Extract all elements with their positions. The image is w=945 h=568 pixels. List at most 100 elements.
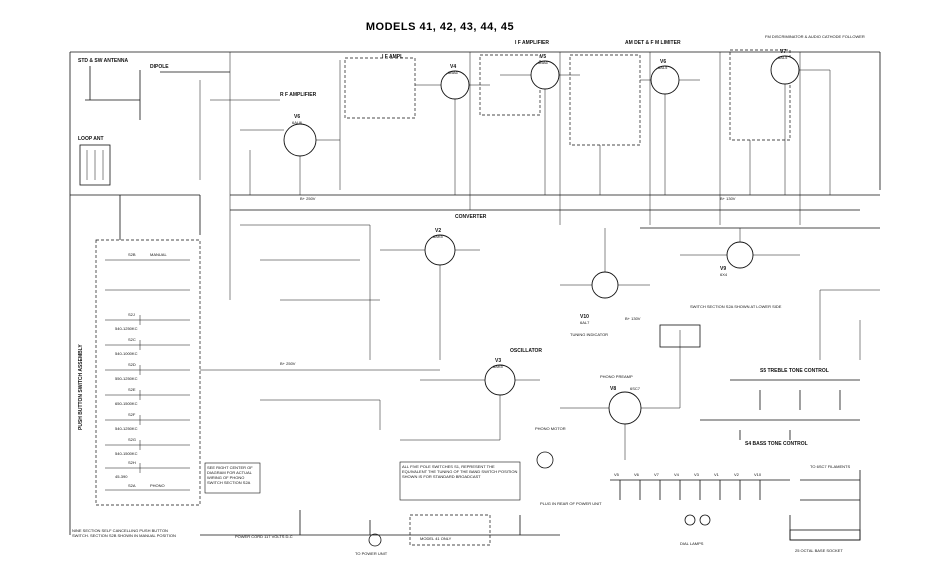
push-button-s2e: S2E 650-1500KC — [105, 387, 190, 406]
tube-v4-type: 6BA6 — [448, 70, 459, 75]
power-cord-label: POWER CORD 117 VOLTS D-C — [235, 534, 293, 539]
push-button-s2c-ref: S2C — [128, 337, 136, 342]
audio-section: V9 6X4 V8 6SC7 PHONO PREAMP — [560, 228, 800, 460]
push-button-s2d-ref: S2D — [128, 362, 136, 367]
tube-v7-type: 6AL5 — [778, 55, 788, 60]
tuning-indicator-label: TUNING INDICATOR — [570, 332, 608, 337]
am-det-fm-limiter-section: AM DET & F M LIMITER V6 6AL5 — [569, 40, 700, 195]
pole-switch-note: ALL FIVE POLE SWITCHES S1, REPRESENT THE… — [402, 464, 518, 479]
tube-v4-ref: V4 — [450, 64, 456, 70]
octal-socket-label: 25 OCTAL BASE SOCKET — [795, 548, 843, 553]
push-button-s2h: S2H 45-390 — [105, 460, 190, 479]
push-button-s2f-ref: S2F — [128, 412, 136, 417]
tuning-indicator-section: V10 6AL7 TUNING INDICATOR — [560, 228, 650, 337]
see-right-note-box — [204, 462, 261, 494]
model-only-label: MODEL 41 ONLY — [420, 536, 452, 541]
tube-v3-ref: V3 — [495, 358, 501, 364]
voltage-label: B+ 250V — [280, 361, 296, 366]
push-button-s2j-label: 540-1250KC — [115, 326, 138, 331]
tube-v9 — [726, 241, 754, 269]
am-det-label: AM DET & F M LIMITER — [625, 40, 681, 46]
tube-v3-type: 6AK5 — [493, 364, 504, 369]
push-button-s2d: S2D 550-1250KC — [105, 362, 190, 381]
antenna-section: STD & SW ANTENNA DIPOLE LOOP ANT — [70, 58, 230, 240]
filament-pin-v4: V4 — [674, 472, 680, 477]
oscillator-section: OSCILLATOR V3 6AK5 — [200, 348, 542, 441]
bass-tone-label: S4 BASS TONE CONTROL — [745, 441, 808, 447]
converter-section: CONVERTER V2 6AK5 — [240, 214, 487, 360]
tube-v5 — [530, 60, 560, 90]
tube-v3 — [484, 364, 516, 396]
filament-pin-v10: V10 — [754, 472, 762, 477]
tube-v1 — [283, 123, 317, 157]
voltage-label: B+ 250V — [300, 196, 316, 201]
loop-antenna-coil — [79, 144, 111, 186]
rf-amplifier-label: R F AMPLIFIER — [280, 92, 317, 98]
converter-label: CONVERTER — [455, 214, 487, 220]
if-ampl-label: I F AMPL — [382, 54, 403, 60]
power-jack-icon — [368, 533, 382, 547]
treble-tone-label: S5 TREBLE TONE CONTROL — [760, 368, 829, 374]
tube-v9-ref: V9 — [720, 266, 726, 272]
pole-switch-note-box — [399, 461, 521, 501]
fm-discriminator-label: FM DISCRIMINATOR & AUDIO CATHODE FOLLOWE… — [765, 34, 865, 39]
voltage-label: B+ 130V — [720, 196, 736, 201]
fm-discriminator-section: FM DISCRIMINATOR & AUDIO CATHODE FOLLOWE… — [729, 34, 865, 195]
tube-v9-type: 6X4 — [720, 272, 728, 277]
push-button-s2b-ref: S2B — [128, 252, 136, 257]
tube-v10 — [591, 271, 619, 299]
filament-section: V5 V6 V7 V4 V3 V1 V2 V10 DIAL LAMPS TO 6… — [610, 464, 861, 553]
rf-amplifier-section: R F AMPLIFIER V6 6AU6 — [199, 80, 340, 195]
tube-v5-type: 6BA6 — [538, 60, 549, 65]
push-button-s2c-label: 540-1000KC — [115, 351, 138, 356]
tube-v6-type: 6AL5 — [658, 65, 668, 70]
push-button-assembly-label: PUSH BUTTON SWITCH ASSEMBLY — [78, 344, 84, 430]
dipole-label: DIPOLE — [150, 64, 169, 70]
loop-ant-label: LOOP ANT — [78, 136, 104, 142]
dial-lamp-icon — [699, 514, 711, 526]
tube-v10-type: 6AL7 — [580, 320, 590, 325]
tube-v8-type: 6SC7 — [630, 386, 641, 391]
push-button-s2a: S2A PHONO — [105, 483, 190, 491]
dial-lamp-icon — [684, 514, 696, 526]
tube-v5-ref: V5 — [540, 54, 546, 60]
filament-pin-v1: V1 — [714, 472, 720, 477]
tone-control-section: SWITCH SECTION S2A SHOWN AT LOWER SIDE S… — [659, 289, 880, 447]
if-amplifier-label: I F AMPLIFIER — [515, 40, 549, 46]
push-button-s2e-ref: S2E — [128, 387, 136, 392]
tube-v6-ref: V6 — [660, 59, 666, 65]
see-right-note: SEE RIGHT CENTER OF DIAGRAM FOR ACTUAL W… — [207, 465, 253, 485]
tube-v2-ref: V2 — [435, 228, 441, 234]
tube-v8 — [608, 391, 642, 425]
power-section: POWER CORD 117 VOLTS D-C TO POWER UNIT M… — [200, 426, 602, 556]
if-ampl-section: I F AMPL V4 6BA6 — [344, 54, 490, 195]
filament-pin-v5: V5 — [614, 472, 620, 477]
push-button-s2c: S2C 540-1000KC — [105, 337, 190, 356]
phono-preamp-label: PHONO PREAMP — [600, 374, 633, 379]
filament-pin-v2: V2 — [734, 472, 740, 477]
filaments-label: TO 6SC7 FILAMENTS — [810, 464, 850, 469]
phono-motor-icon — [536, 451, 554, 469]
tube-v7 — [770, 55, 800, 85]
push-button-s2e-label: 650-1500KC — [115, 401, 138, 406]
oscillator-label: OSCILLATOR — [510, 348, 542, 354]
push-button-s2j: S2J 540-1250KC — [105, 312, 190, 331]
push-button-s2h-ref: S2H — [128, 460, 136, 465]
push-button-s2f: S2F 540-1250KC — [105, 412, 190, 431]
filament-pin-v3: V3 — [694, 472, 700, 477]
push-button-s2b: S2B MANUAL — [105, 252, 190, 291]
push-button-s2g: S2G 540-1500KC — [105, 437, 190, 456]
plug-in-rear-label: PLUG IN REAR OF POWER UNIT — [540, 501, 602, 506]
to-power-unit-label: TO POWER UNIT — [355, 551, 388, 556]
push-button-s2b-label: MANUAL — [150, 252, 167, 257]
push-button-s2d-label: 550-1250KC — [115, 376, 138, 381]
if-amplifier-section: I F AMPLIFIER V5 6BA6 — [479, 40, 580, 195]
filament-pin-v7: V7 — [654, 472, 660, 477]
phono-motor-label: PHONO MOTOR — [535, 426, 566, 431]
tube-v1-type: 6AU6 — [292, 120, 303, 125]
push-button-s2h-label: 45-390 — [115, 474, 128, 479]
dial-lamps-label: DIAL LAMPS — [680, 541, 704, 546]
tube-v2 — [424, 234, 456, 266]
push-button-s2j-ref: S2J — [128, 312, 135, 317]
